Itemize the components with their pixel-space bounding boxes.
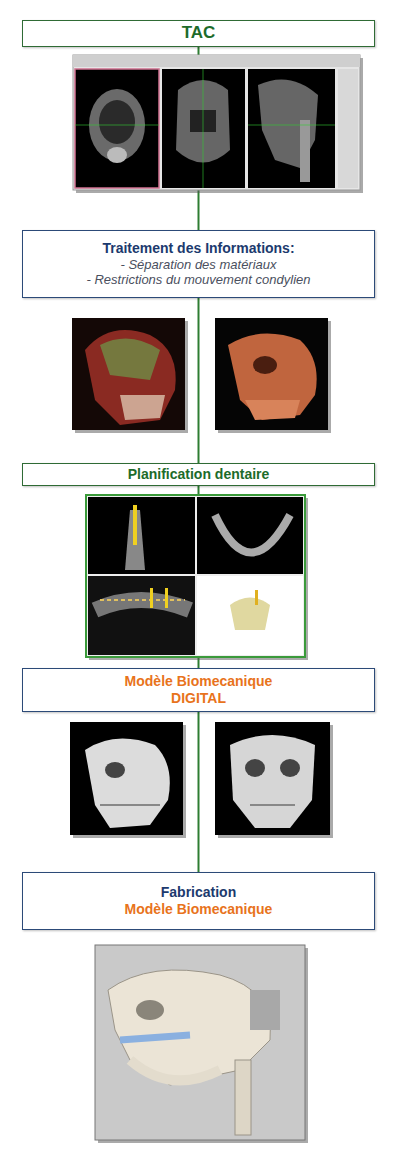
step-detail: - Restrictions du mouvement condylien — [87, 272, 311, 288]
nerve-path — [100, 599, 185, 601]
crosshair — [203, 69, 204, 188]
step-box: FabricationModèle Biomecanique — [22, 872, 375, 930]
physical-model-photo — [95, 945, 308, 1143]
window-frame — [86, 495, 305, 657]
volume-render-bone — [215, 318, 331, 433]
implant — [150, 588, 153, 608]
blue-splint — [120, 1035, 190, 1040]
mandible-arch — [215, 515, 290, 553]
planning-screenshot — [86, 495, 308, 660]
coronal-panel — [162, 69, 245, 188]
spine — [300, 120, 310, 182]
shadow — [89, 498, 308, 660]
skull-model — [230, 735, 315, 828]
render-ground — [72, 318, 185, 430]
shadow — [76, 58, 363, 193]
flow-line — [198, 712, 200, 872]
panoramic-jaw — [95, 600, 190, 610]
sagittal-panel — [248, 69, 335, 188]
model-panel — [197, 576, 303, 655]
render-ground — [215, 318, 328, 430]
orbit — [253, 356, 277, 374]
cross-section-panel — [88, 497, 195, 574]
side-strip — [338, 69, 358, 188]
teeth-line — [100, 804, 160, 806]
step-box: Planification dentaire — [22, 463, 375, 486]
ct-screenshot — [73, 55, 363, 193]
step-detail: - Séparation des matériaux — [120, 257, 276, 273]
step-box: Traitement des Informations:- Séparation… — [22, 230, 375, 298]
render-ground — [70, 722, 183, 835]
jaw-render — [120, 395, 165, 420]
orbit — [105, 762, 125, 778]
axial-panel — [75, 69, 159, 188]
orbit — [280, 759, 300, 777]
window-frame — [73, 55, 360, 190]
axial-panel — [197, 497, 303, 574]
teeth-line — [250, 804, 295, 806]
photo-ground — [95, 945, 305, 1140]
mandible — [130, 1060, 220, 1080]
jaw-render — [245, 400, 300, 420]
implant — [165, 588, 168, 608]
skull-render — [85, 330, 176, 425]
digital-model-front — [215, 722, 333, 838]
volume-render-color — [72, 318, 188, 433]
crosshair — [248, 125, 335, 126]
skull-render — [228, 334, 317, 420]
cervical-spine — [235, 1060, 251, 1135]
step-title: TAC — [182, 23, 216, 43]
step-title: Fabrication — [161, 884, 236, 901]
step-title: Planification dentaire — [128, 466, 270, 483]
digital-model-side — [70, 722, 186, 838]
orbit — [136, 1000, 164, 1020]
crosshair — [75, 125, 159, 126]
mount — [250, 990, 280, 1030]
step-box: Modèle Biomecanique DIGITAL — [22, 668, 375, 712]
render-ground — [215, 722, 330, 835]
tissue-render — [100, 339, 160, 380]
toolbar — [73, 55, 360, 67]
panoramic-panel — [88, 576, 195, 655]
step-title: Traitement des Informations: — [102, 240, 294, 257]
skull-model — [85, 739, 170, 828]
flow-line — [198, 298, 200, 463]
step-subtitle: Modèle Biomecanique — [125, 901, 273, 918]
implant — [255, 590, 258, 605]
jaw-model — [230, 598, 270, 631]
orbit — [245, 759, 265, 777]
axial-cavity — [99, 100, 135, 144]
implant — [133, 505, 137, 545]
step-box: TAC — [22, 20, 375, 47]
step-title: Modèle Biomecanique DIGITAL — [114, 673, 284, 707]
vertebra — [107, 147, 127, 163]
